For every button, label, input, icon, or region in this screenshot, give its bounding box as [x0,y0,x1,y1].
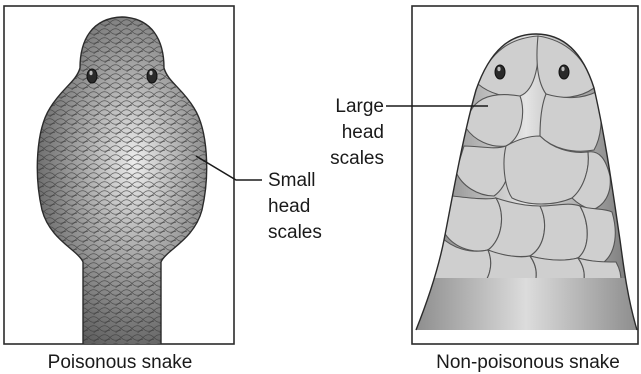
callout-small-line1: Small [268,170,316,191]
callout-large-line1: Large [335,96,384,117]
callout-small-line2: head [268,196,310,217]
right-eye [559,65,569,79]
callout-large-line2: head [342,122,384,143]
callout-large-line3: scales [330,148,384,169]
poisonous-snake-panel [4,6,234,350]
right-eye-highlight [149,71,152,75]
left-eye-highlight [89,71,92,75]
non-poisonous-snake-caption: Non-poisonous snake [436,352,620,373]
non-poisonous-snake-panel [410,6,641,344]
poisonous-snake-caption: Poisonous snake [48,352,193,373]
right-eye-highlight [561,67,564,71]
left-eye [495,65,505,79]
left-eye-highlight [497,67,500,71]
callout-small-line3: scales [268,222,322,243]
left-eye [87,69,97,83]
right-eye [147,69,157,83]
